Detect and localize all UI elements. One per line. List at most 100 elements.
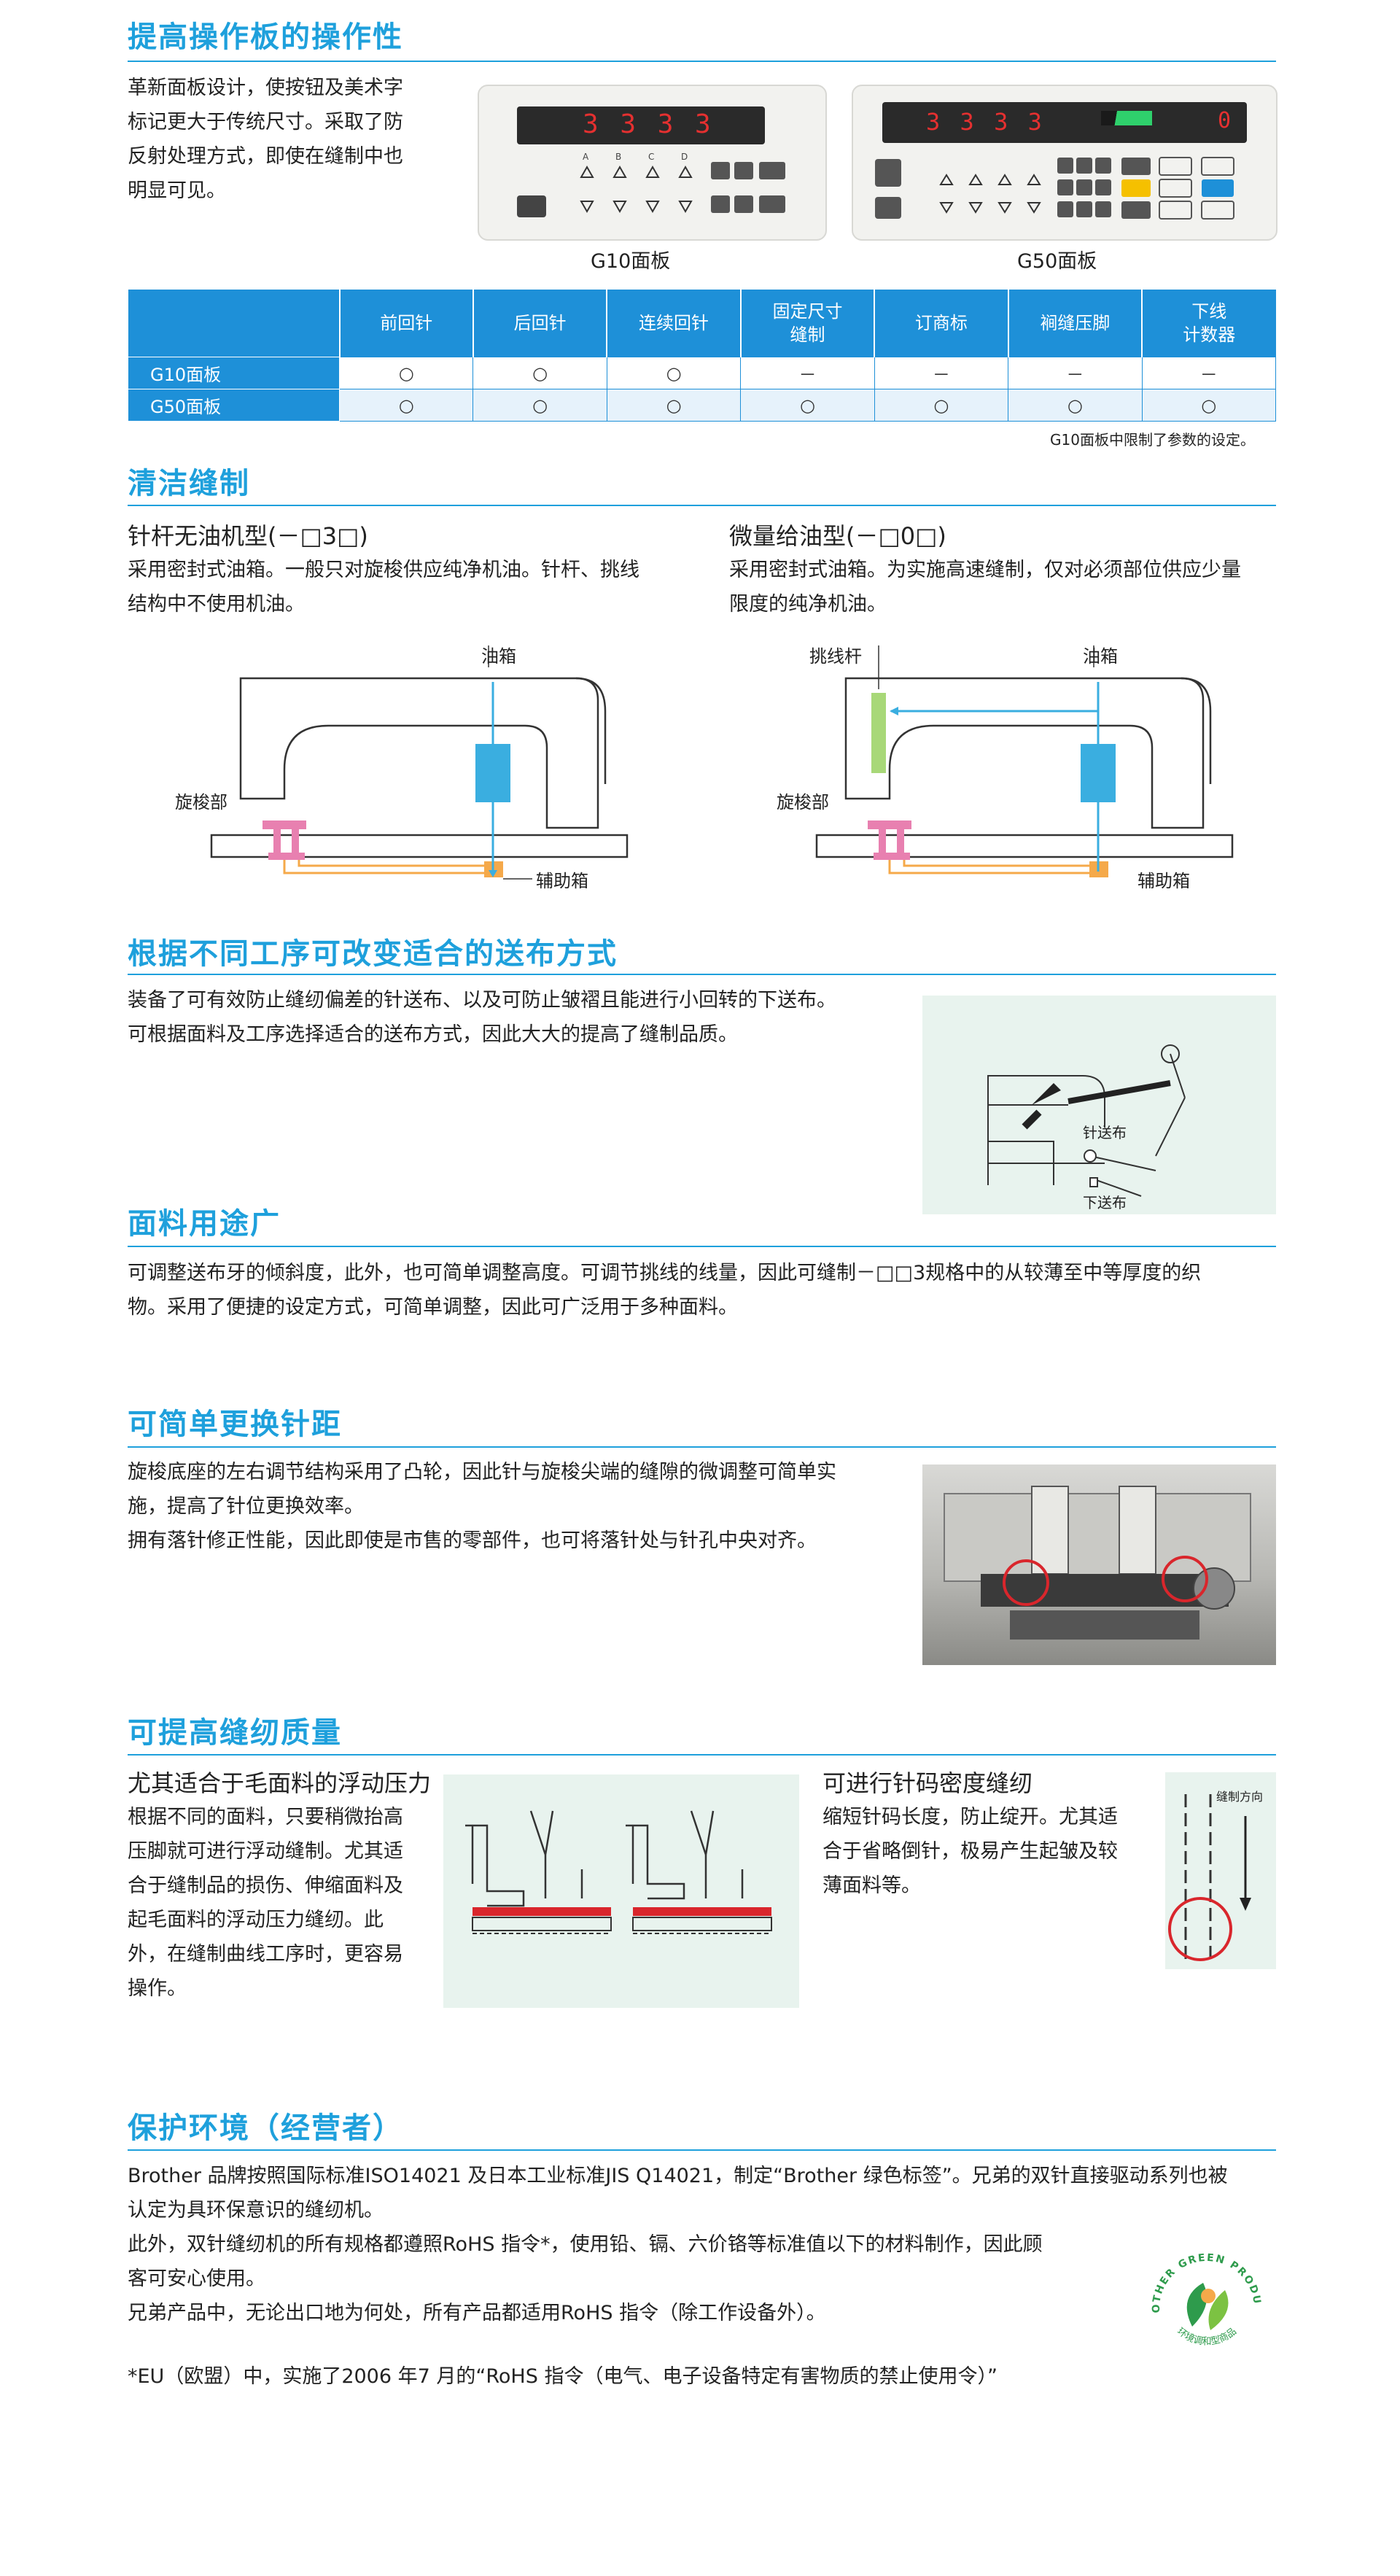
table-header-cell: 固定尺寸 缝制 bbox=[740, 290, 876, 357]
table-cell: ○ bbox=[472, 357, 607, 389]
table-cell: ○ bbox=[338, 389, 474, 422]
g50-caption: G50面板 bbox=[1017, 250, 1097, 273]
g10-keys bbox=[517, 162, 785, 217]
gauge-text: 旋梭底座的左右调节结构采用了凸轮，因此针与旋梭尖端的缝隙的微调整可简单实 施，提… bbox=[128, 1461, 836, 1552]
table-cell: ○ bbox=[1141, 389, 1277, 422]
section-rule bbox=[128, 1754, 1276, 1756]
g50-display: 3 3 3 3 0 bbox=[882, 102, 1247, 143]
g50-bar-graph bbox=[1101, 111, 1152, 125]
g50-panel-image: 3 3 3 3 0 bbox=[852, 85, 1278, 241]
dry-head-diagram bbox=[210, 645, 629, 880]
table-header-cell: 下线 计数器 bbox=[1142, 290, 1276, 357]
g50-display-digits: 3 3 3 3 bbox=[926, 108, 1045, 136]
left-gap-highlight bbox=[1003, 1559, 1049, 1606]
fabric-text: 可调整送布牙的倾斜度，此外，也可简单调整高度。可调节挑线的线量，因此可缝制－□□… bbox=[128, 1262, 1202, 1319]
thread-lever-shape bbox=[871, 693, 886, 773]
table-cell: － bbox=[1008, 357, 1143, 389]
table-note: G10面板中限制了参数的设定。 bbox=[1050, 431, 1255, 449]
gauge-photo-drawing bbox=[944, 1486, 1251, 1640]
section-rule bbox=[128, 61, 1276, 62]
micro-oil-text: 采用密封式油箱。为实施高速缝制，仅对必须部位供应少量 限度的纯净机油。 bbox=[729, 559, 1241, 616]
bottom-feed-label: 下送布 bbox=[1083, 1194, 1127, 1211]
table-header-cell: 前回针 bbox=[339, 290, 474, 357]
key-letter-d: D bbox=[681, 152, 688, 162]
green-leaf-icon: BROTHER GREEN PRODUCTS 环境调和型商品 bbox=[1137, 2230, 1261, 2348]
key-letter-c: C bbox=[648, 152, 655, 162]
table-cell: － bbox=[1141, 357, 1277, 389]
right-label-thread-lever: 挑线杆 bbox=[809, 646, 862, 667]
floating-subtitle: 尤其适合于毛面料的浮动压力 bbox=[128, 1769, 432, 1797]
section-rule bbox=[128, 1446, 1276, 1448]
right-gap-highlight bbox=[1162, 1556, 1208, 1602]
panel-description: 革新面板设计，使按钮及美术字 标记更大于传统尺寸。采取了防 反射处理方式，即使在… bbox=[128, 77, 403, 202]
micro-oil-subtitle: 微量给油型(－□0□) bbox=[729, 522, 946, 550]
table-header-cell: 裥缝压脚 bbox=[1008, 290, 1143, 357]
section-title-feed: 根据不同工序可改变适合的送布方式 bbox=[128, 937, 618, 971]
dense-stitch-text: 缩短针码长度，防止绽开。尤其适 合于省略倒针，极易产生起皱及较 薄面料等。 bbox=[822, 1806, 1118, 1897]
dense-stitch-drawing bbox=[1168, 1794, 1251, 1962]
feed-illustration: 针送布 下送布 bbox=[922, 996, 1276, 1214]
g10-panel-image: 3 3 3 3 A B C D bbox=[478, 85, 827, 241]
table-header-cell: 后回针 bbox=[472, 290, 608, 357]
g10-key-letters: A B C D bbox=[583, 152, 728, 163]
table-header-cell bbox=[128, 290, 341, 357]
section-rule bbox=[128, 974, 1276, 975]
floating-text: 根据不同的面料，只要稍微抬高 压脚就可进行浮动缝制。尤其适 合于缝制品的损伤、伸… bbox=[128, 1806, 403, 2000]
left-label-oil-tank: 油箱 bbox=[481, 646, 516, 667]
section-title-environment: 保护环境（经营者） bbox=[128, 2111, 403, 2145]
floating-illustration bbox=[443, 1774, 799, 2008]
section-title-clean: 清洁缝制 bbox=[128, 467, 250, 500]
table-cell: ○ bbox=[874, 389, 1009, 422]
table-cell: ○ bbox=[472, 389, 607, 422]
right-label-oil-tank: 油箱 bbox=[1083, 646, 1118, 667]
table-cell: － bbox=[874, 357, 1009, 389]
feed-mechanism-drawing bbox=[987, 1044, 1186, 1197]
right-label-hook: 旋梭部 bbox=[777, 792, 829, 812]
table-row-head: G10面板 bbox=[128, 357, 340, 389]
left-label-hook: 旋梭部 bbox=[175, 792, 228, 812]
key-letter-b: B bbox=[615, 152, 622, 162]
table-row: G50面板 ○ ○ ○ ○ ○ ○ ○ bbox=[128, 389, 1277, 422]
table-cell: ○ bbox=[338, 357, 474, 389]
table-cell: ○ bbox=[606, 389, 742, 422]
table-header-row: 前回针 后回针 连续回针 固定尺寸 缝制 订商标 裥缝压脚 下线 计数器 bbox=[128, 290, 1276, 357]
g50-keys bbox=[875, 157, 1234, 220]
dense-stitch-subtitle: 可进行针码密度缝纫 bbox=[822, 1769, 1033, 1797]
table-row-head: G50面板 bbox=[128, 389, 340, 422]
key-letter-a: A bbox=[583, 152, 589, 162]
left-label-aux-tank: 辅助箱 bbox=[536, 871, 588, 891]
sewing-direction-label: 缝制方向 bbox=[1216, 1790, 1264, 1804]
feed-text: 装备了可有效防止缝纫偏差的针送布、以及可防止皱褶且能进行小回转的下送布。 可根据… bbox=[128, 989, 836, 1046]
green-products-logo: BROTHER GREEN PRODUCTS 环境调和型商品 bbox=[1137, 2230, 1272, 2370]
floating-presser-drawing bbox=[465, 1810, 772, 1934]
section-rule bbox=[128, 2149, 1276, 2151]
dry-head-subtitle: 针杆无油机型(－□3□) bbox=[128, 522, 368, 550]
needle-feed-label: 针送布 bbox=[1083, 1124, 1127, 1141]
right-label-aux-tank: 辅助箱 bbox=[1138, 871, 1190, 891]
gauge-photo bbox=[922, 1464, 1276, 1665]
table-row: G10面板 ○ ○ ○ － － － － bbox=[128, 357, 1277, 389]
environment-footnote: *EU（欧盟）中，实施了2006 年7 月的“RoHS 指令（电气、电子设备特定… bbox=[128, 2365, 998, 2388]
section-title-gauge: 可简单更换针距 bbox=[128, 1408, 342, 1441]
hook-part-shape bbox=[262, 820, 306, 860]
table-header-cell: 连续回针 bbox=[607, 290, 742, 357]
section-rule bbox=[128, 1246, 1276, 1247]
environment-text: Brother 品牌按照国际标准ISO14021 及日本工业标准JIS Q140… bbox=[128, 2165, 1228, 2324]
section-rule bbox=[128, 505, 1276, 506]
table-cell: ○ bbox=[606, 357, 742, 389]
function-table: 前回针 后回针 连续回针 固定尺寸 缝制 订商标 裥缝压脚 下线 计数器 G10… bbox=[128, 290, 1277, 422]
section-title-fabric: 面料用途广 bbox=[128, 1207, 281, 1241]
dry-head-text: 采用密封式油箱。一般只对旋梭供应纯净机油。针杆、挑线 结构中不使用机油。 bbox=[128, 559, 639, 616]
table-cell: ○ bbox=[740, 389, 875, 422]
g10-display-digits: 3 3 3 3 bbox=[583, 109, 714, 139]
g50-display-small: 0 bbox=[1218, 108, 1232, 133]
section-title-panel: 提高操作板的操作性 bbox=[128, 20, 403, 54]
micro-oil-diagram bbox=[815, 645, 1234, 877]
table-cell: － bbox=[740, 357, 875, 389]
hook-part-shape bbox=[868, 820, 911, 860]
dense-stitch-highlight bbox=[1168, 1897, 1232, 1961]
g10-display: 3 3 3 3 bbox=[517, 106, 765, 144]
g10-caption: G10面板 bbox=[591, 250, 671, 273]
section-title-quality: 可提高缝纫质量 bbox=[128, 1716, 342, 1750]
dense-stitch-illustration: 缝制方向 bbox=[1165, 1772, 1276, 1969]
